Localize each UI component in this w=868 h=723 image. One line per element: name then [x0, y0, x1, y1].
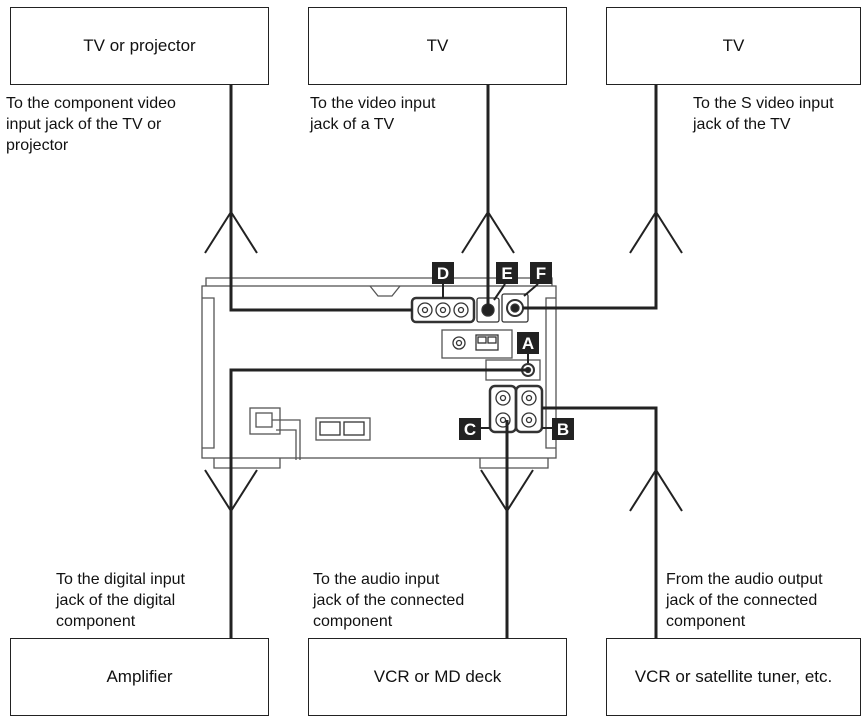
caption-video-input: To the video input jack of a TV [310, 95, 436, 133]
jack-group-b [514, 384, 544, 434]
arrow-up-s-video [629, 210, 683, 254]
badge-e-text: E [501, 264, 512, 283]
device-label: TV or projector [83, 36, 196, 55]
badge-a: A [517, 332, 539, 363]
badge-b-text: B [557, 420, 569, 439]
rear-panel [201, 277, 557, 469]
device-label: TV [722, 36, 745, 55]
caption-audio-output: From the audio output jack of the connec… [666, 571, 823, 630]
cable-component-video [229, 85, 412, 312]
cable-s-video [523, 85, 658, 310]
device-box-tv-right: TV [606, 7, 861, 85]
badge-f-text: F [536, 264, 546, 283]
caption-s-video: To the S video input jack of the TV [693, 95, 834, 133]
arrow-down-audio-in [480, 469, 534, 513]
panel-jacks [319, 293, 544, 436]
badge-c: C [459, 418, 490, 440]
badge-d: D [432, 262, 454, 298]
device-box-amplifier: Amplifier [10, 638, 269, 716]
badge-c-text: C [464, 420, 476, 439]
caption-component-video: To the component video input jack of the… [6, 95, 176, 154]
badge-f: F [523, 262, 552, 297]
device-label: VCR or MD deck [373, 667, 502, 686]
badge-e: E [493, 262, 518, 301]
cables [229, 85, 658, 638]
signal-arrows [204, 210, 683, 513]
device-box-vcr-satellite: VCR or satellite tuner, etc. [606, 638, 861, 716]
jack-group-c [488, 384, 518, 434]
arrow-down-digital [204, 469, 258, 513]
device-box-tv-or-projector: TV or projector [10, 7, 269, 85]
jack-group-d [410, 296, 476, 324]
arrow-up-video [461, 210, 515, 254]
badge-b: B [542, 418, 574, 440]
arrow-up-component-video [204, 210, 258, 254]
caption-digital-input: To the digital input jack of the digital… [56, 571, 185, 630]
cable-digital [229, 368, 528, 638]
device-box-vcr-md-deck: VCR or MD deck [308, 638, 567, 716]
badge-d-text: D [437, 264, 449, 283]
badge-a-text: A [522, 334, 534, 353]
device-box-tv-center: TV [308, 7, 567, 85]
device-label: VCR or satellite tuner, etc. [634, 667, 833, 686]
caption-audio-input: To the audio input jack of the connected… [313, 571, 465, 630]
cable-audio-out [542, 406, 658, 638]
device-label: Amplifier [106, 667, 173, 686]
device-label: TV [426, 36, 449, 55]
arrow-up-audio-out [629, 468, 683, 512]
